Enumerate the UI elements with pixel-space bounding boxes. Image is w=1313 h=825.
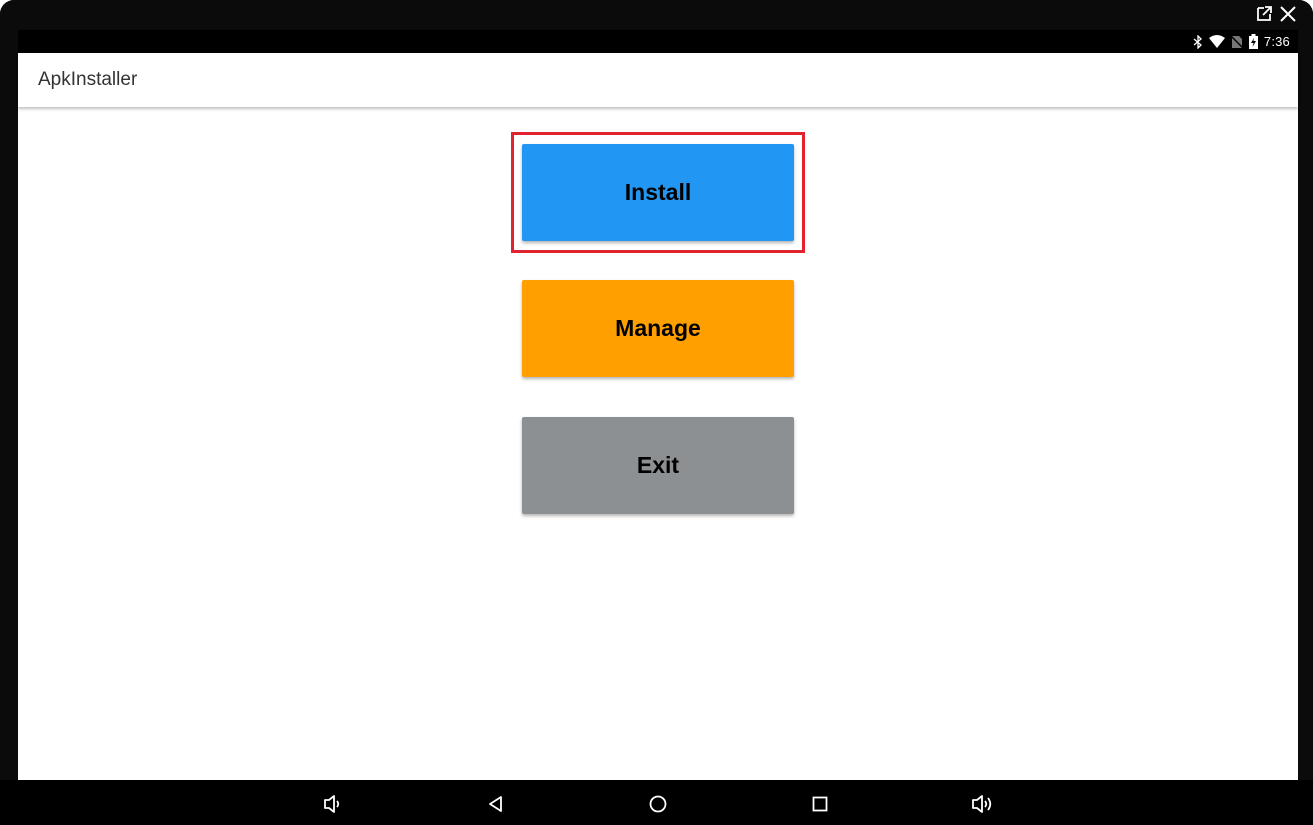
app-title: ApkInstaller (38, 69, 138, 90)
install-button-label: Install (624, 179, 692, 205)
no-sim-icon (1230, 34, 1243, 49)
manage-button[interactable]: Manage (522, 280, 794, 377)
status-time: 7:36 (1263, 34, 1290, 49)
exit-button-label: Exit (636, 452, 680, 478)
volume-up-icon[interactable] (970, 792, 994, 816)
exit-button[interactable]: Exit (522, 417, 794, 514)
window-bezel-left (0, 0, 18, 825)
recents-icon[interactable] (808, 792, 832, 816)
wifi-icon (1208, 35, 1225, 48)
install-button[interactable]: Install (522, 144, 794, 241)
back-icon[interactable] (484, 792, 508, 816)
app-bar: ApkInstaller (18, 53, 1298, 107)
external-window-icon[interactable] (1254, 4, 1274, 24)
navigation-bar (0, 780, 1313, 825)
window-bezel-right (1298, 0, 1313, 825)
bluetooth-icon (1193, 34, 1203, 49)
status-bar: 7:36 (18, 30, 1298, 53)
manage-button-label: Manage (615, 315, 701, 341)
window-title-bar (0, 0, 1313, 30)
close-icon[interactable] (1278, 4, 1298, 24)
main-content: Install Manage Exit (18, 107, 1298, 780)
home-icon[interactable] (646, 792, 670, 816)
battery-charging-icon (1248, 34, 1258, 49)
volume-down-icon[interactable] (321, 792, 345, 816)
